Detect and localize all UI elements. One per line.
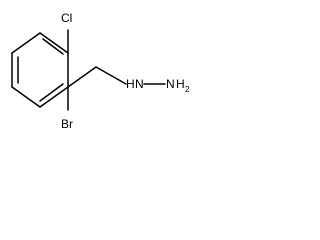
bromine-label: Br: [61, 117, 73, 131]
ring-inner-double-bond-bottom: [39, 83, 64, 102]
nh2-group-label: N H 2: [166, 77, 190, 94]
bond-to-methylene: [67, 66, 97, 88]
nh-group-label: H N: [126, 77, 144, 91]
ring-inner-double-bond-top: [42, 38, 64, 55]
ring-bond-bottom-right: [39, 86, 69, 108]
nh-nitrogen-label: N: [135, 77, 144, 91]
bond-methylene-to-nitrogen: [95, 66, 127, 85]
chlorine-label: Cl: [61, 11, 72, 25]
chemical-structure-diagram: Cl Br H N N H 2: [11, 11, 190, 131]
ring-bond-top-right: [39, 32, 69, 54]
ring-bond-bottom-left: [11, 86, 41, 108]
ring-bond-top-left: [11, 32, 41, 54]
nh2-hydrogen-label: H: [176, 77, 185, 91]
nh2-subscript-label: 2: [185, 85, 190, 94]
nh-hydrogen-label: H: [126, 77, 135, 91]
nh2-nitrogen-label: N: [166, 77, 175, 91]
